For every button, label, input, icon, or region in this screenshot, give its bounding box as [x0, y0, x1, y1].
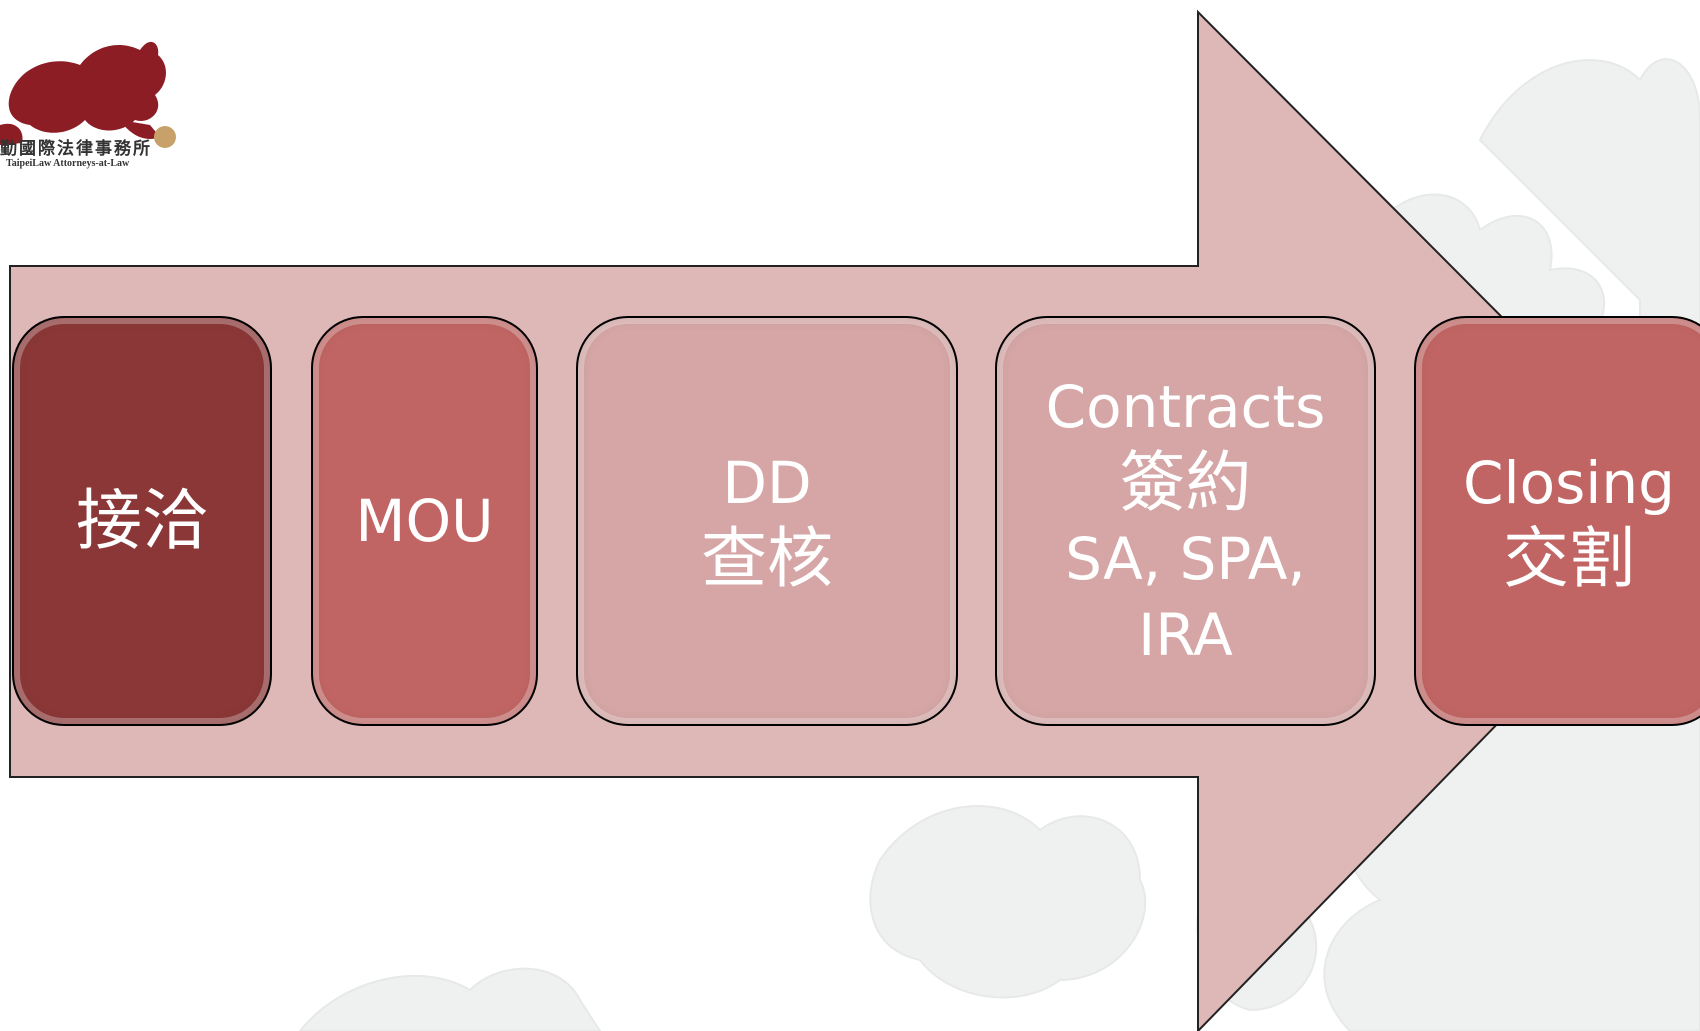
- step-label-cjk: 交割: [1503, 520, 1635, 597]
- step-label-sub: IRA: [1138, 601, 1233, 669]
- step-label: Contracts: [1045, 373, 1326, 441]
- step-closing: Closing 交割: [1414, 316, 1700, 726]
- step-label-cjk: 查核: [701, 520, 833, 597]
- seal-icon: [154, 126, 176, 148]
- step-label: DD: [722, 449, 812, 517]
- step-mou: MOU: [311, 316, 538, 726]
- step-contracts: Contracts 簽約 SA, SPA, IRA: [995, 316, 1376, 726]
- step-label: Closing: [1462, 449, 1675, 517]
- firm-logo-emblem: [0, 41, 176, 148]
- step-due-diligence: DD 查核: [576, 316, 958, 726]
- step-label-cjk: 簽約: [1119, 444, 1252, 521]
- step-label: MOU: [355, 487, 494, 555]
- step-engagement: 接洽: [12, 316, 272, 726]
- step-label: 接洽: [76, 482, 208, 559]
- firm-name-english: TaipeiLaw Attorneys-at-Law: [6, 158, 130, 169]
- firm-name-chinese: 勤國際法律事務所: [0, 139, 152, 159]
- step-label-sub: SA, SPA,: [1065, 525, 1306, 593]
